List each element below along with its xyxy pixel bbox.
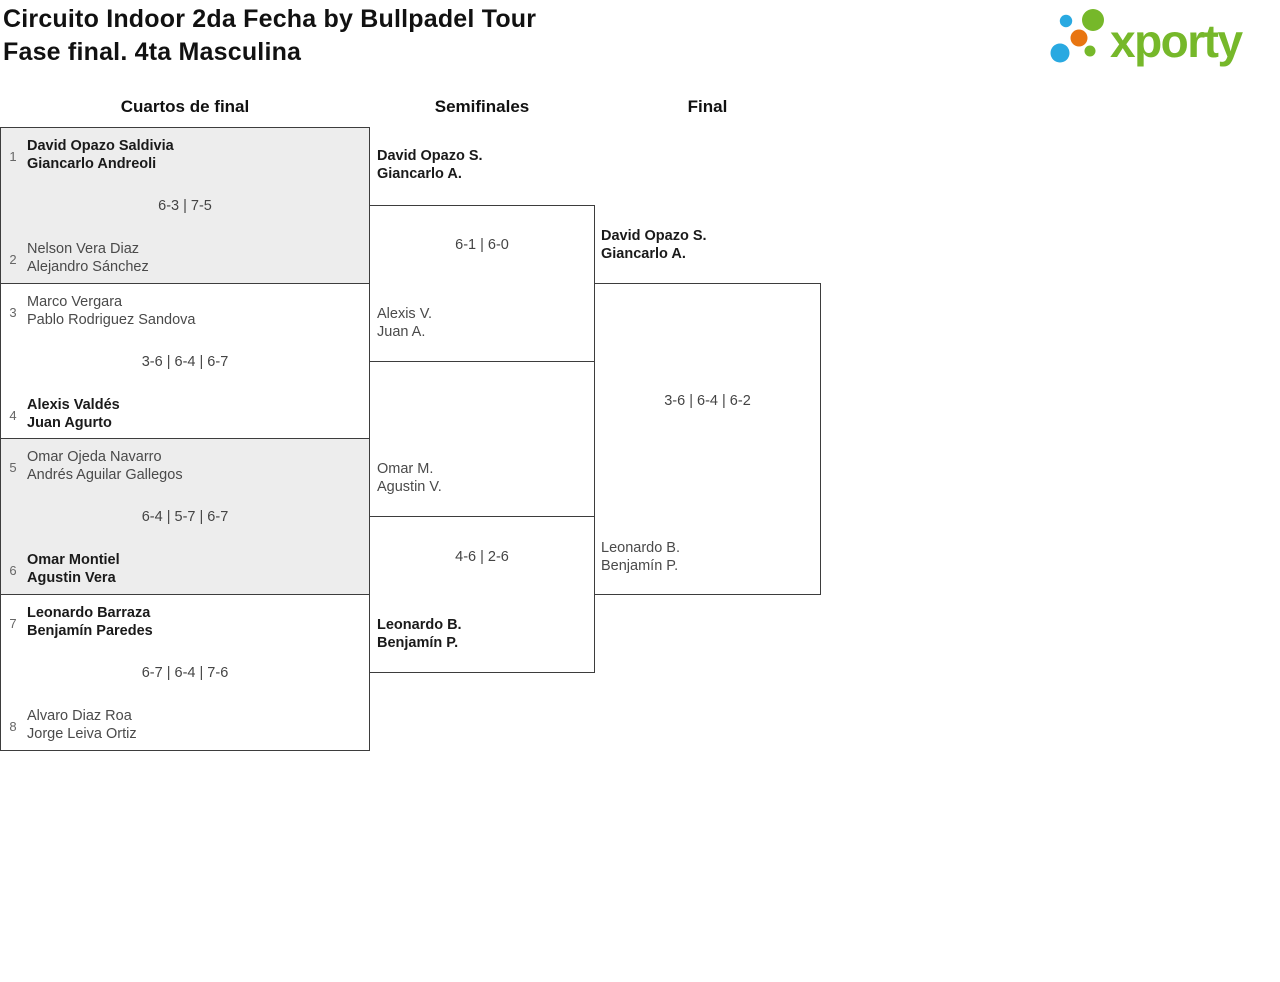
match-box-qf1[interactable] (0, 127, 370, 284)
seed-number: 2 (9, 252, 17, 267)
logo-dots-icon (1048, 6, 1106, 69)
seed-number: 5 (9, 460, 17, 475)
team-name: Alexis V.Juan A. (377, 306, 433, 340)
seed-number: 8 (9, 719, 17, 734)
seed-number: 6 (9, 563, 17, 578)
tournament-title: Circuito Indoor 2da Fecha by Bullpadel T… (3, 5, 537, 33)
match-score: 3-6 | 6-4 | 6-2 (664, 393, 751, 409)
seed-number: 1 (9, 149, 17, 164)
round-header-semifinals: Semifinales (434, 97, 530, 116)
team-name: Omar M.Agustin V. (377, 461, 442, 495)
round-header-quarterfinals: Cuartos de final (120, 97, 250, 116)
match-score: 6-7 | 6-4 | 7-6 (141, 665, 229, 681)
xporty-logo[interactable]: xporty (1048, 6, 1243, 69)
match-box-final[interactable] (594, 283, 821, 595)
match-score: 3-6 | 6-4 | 6-7 (141, 354, 229, 370)
match-score: 6-4 | 5-7 | 6-7 (141, 509, 229, 525)
tournament-subtitle: Fase final. 4ta Masculina (3, 38, 302, 66)
logo-wordmark: xporty (1110, 15, 1243, 67)
round-header-final: Final (687, 97, 728, 116)
seed-number: 7 (9, 616, 17, 631)
match-score: 6-3 | 7-5 (158, 198, 212, 214)
team-name: Leonardo B.Benjamín P. (601, 540, 681, 574)
team-name: David Opazo S.Giancarlo A. (377, 148, 483, 182)
seed-number: 3 (9, 305, 17, 320)
team-name: Leonardo B.Benjamín P. (377, 617, 462, 651)
match-score: 6-1 | 6-0 (455, 237, 509, 253)
team-name: David Opazo S.Giancarlo A. (601, 228, 707, 262)
seed-number: 4 (9, 408, 17, 423)
match-score: 4-6 | 2-6 (455, 549, 509, 565)
match-box-qf3[interactable] (0, 438, 370, 595)
